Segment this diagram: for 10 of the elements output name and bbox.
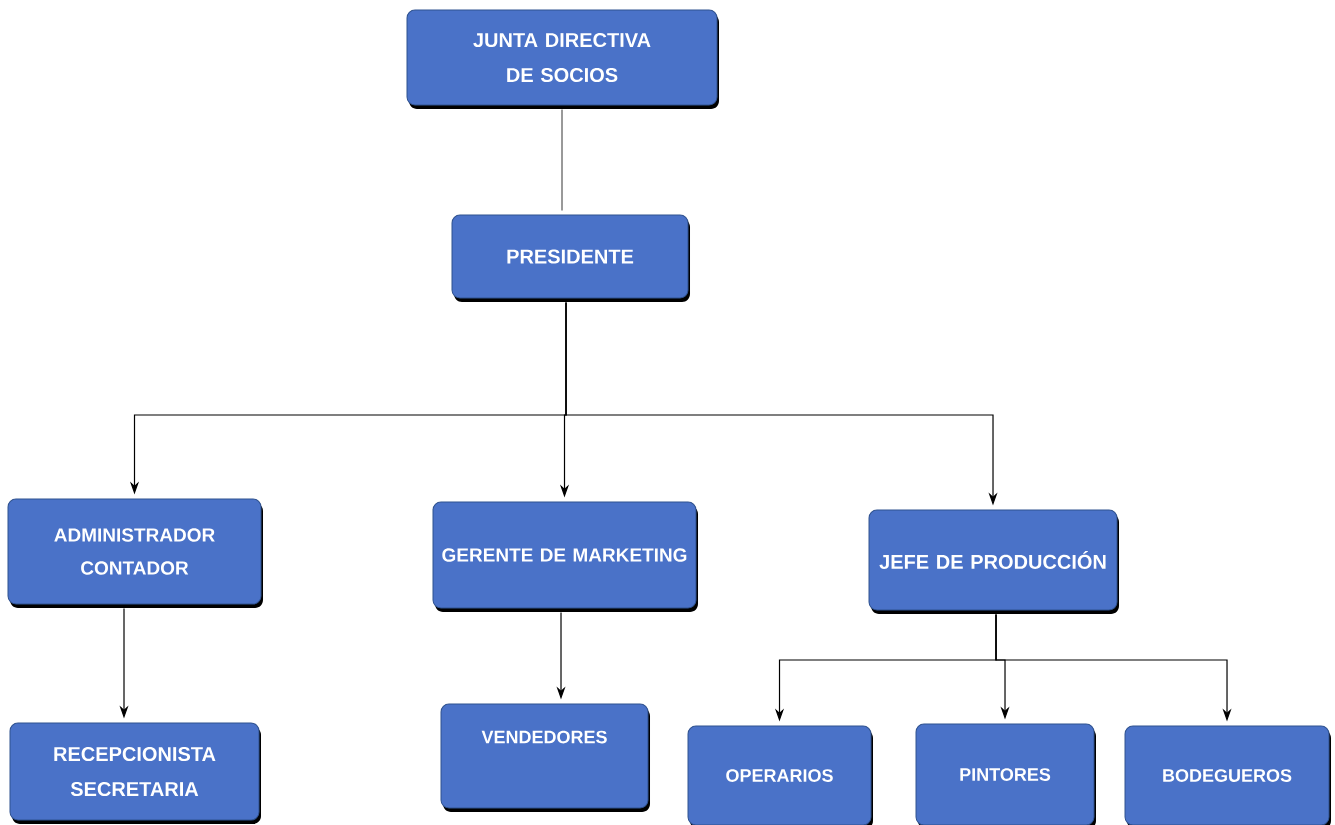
org-box: PRESIDENTE <box>451 214 690 302</box>
org-box: GERENTE DE MARKETING <box>432 501 698 612</box>
org-box: JUNTA DIRECTIVA DE SOCIOS <box>406 9 719 109</box>
org-box: VENDEDORES <box>440 703 650 812</box>
org-box: PINTORES <box>915 723 1096 825</box>
org-box: RECEPCIONISTA SECRETARIA <box>9 722 261 824</box>
org-box: BODEGUEROS <box>1124 725 1331 825</box>
org-box: OPERARIOS <box>687 725 873 825</box>
org-box: ADMINISTRADOR CONTADOR <box>7 498 263 608</box>
org-box: JEFE DE PRODUCCIÓN <box>868 509 1119 614</box>
